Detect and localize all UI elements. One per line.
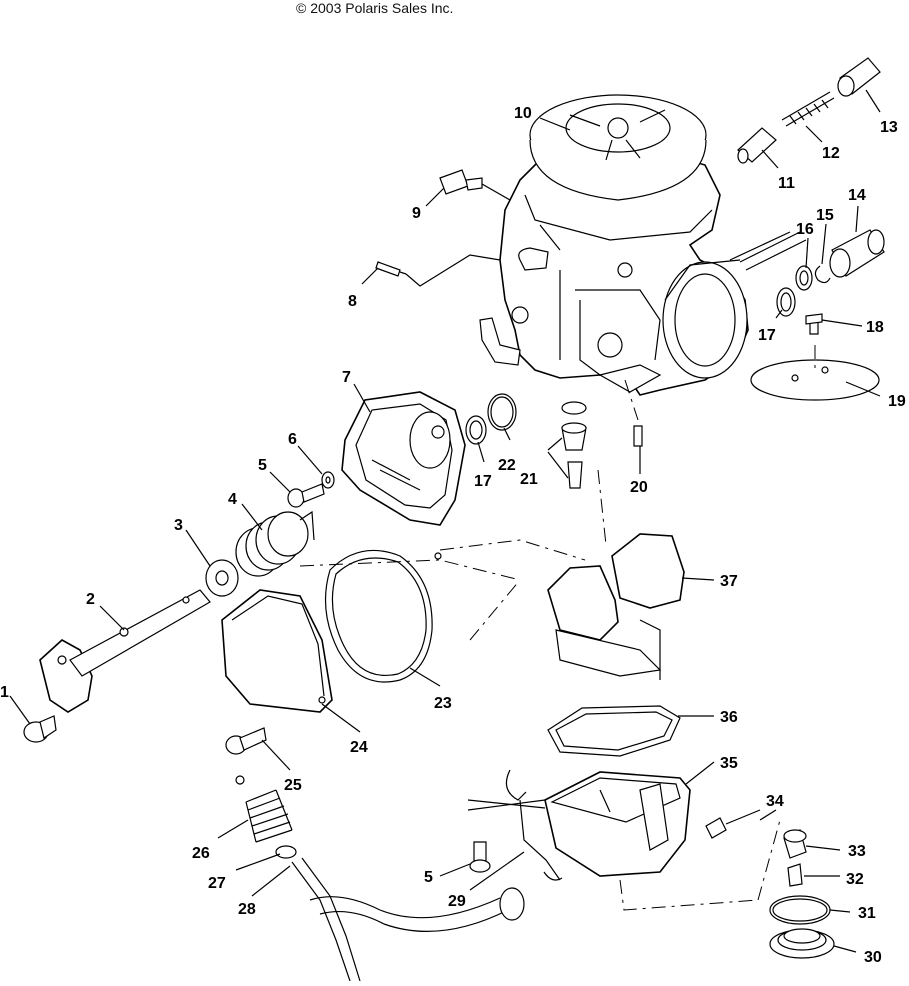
callout-12: 12 bbox=[822, 145, 840, 162]
callout-9: 9 bbox=[412, 205, 421, 222]
callout-17-right: 17 bbox=[758, 327, 776, 344]
part-23-gasket bbox=[324, 549, 433, 683]
callout-5-upper: 5 bbox=[258, 457, 267, 474]
part-5-screw-lower bbox=[469, 841, 491, 873]
callout-11: 11 bbox=[778, 175, 795, 192]
part-20-jet bbox=[624, 379, 643, 447]
part-7-float-bowl-cover bbox=[341, 391, 466, 526]
throttle-shaft bbox=[739, 231, 807, 271]
callout-2: 2 bbox=[86, 591, 95, 608]
callout-36: 36 bbox=[720, 709, 738, 726]
callout-10: 10 bbox=[514, 105, 532, 122]
part-21-float-valve bbox=[547, 401, 587, 489]
callout-24: 24 bbox=[350, 739, 368, 756]
callout-8: 8 bbox=[348, 293, 357, 310]
callout-19: 19 bbox=[888, 393, 906, 410]
callout-18: 18 bbox=[866, 319, 884, 336]
callout-37: 37 bbox=[720, 573, 738, 590]
callout-33: 33 bbox=[848, 843, 866, 860]
callout-5-lower: 5 bbox=[424, 869, 433, 886]
callout-29: 29 bbox=[448, 893, 466, 910]
part-27-washer bbox=[275, 845, 297, 859]
part-8-pilot-screw bbox=[375, 254, 501, 287]
part-36-gasket bbox=[547, 705, 681, 757]
callout-25: 25 bbox=[284, 777, 302, 794]
part-35-float-bowl bbox=[544, 771, 691, 877]
part-29-wire-clip bbox=[505, 769, 563, 881]
part-28-hose bbox=[291, 857, 525, 982]
part-4-spring bbox=[235, 510, 315, 577]
callout-30: 30 bbox=[864, 949, 882, 966]
callout-35: 35 bbox=[720, 755, 738, 772]
callout-32: 32 bbox=[846, 871, 864, 888]
callout-7: 7 bbox=[342, 369, 351, 386]
part-16-ring bbox=[795, 265, 813, 291]
callout-31: 31 bbox=[858, 905, 876, 922]
callout-13: 13 bbox=[880, 119, 898, 136]
callout-16: 16 bbox=[796, 221, 814, 238]
part-34-drain-screw bbox=[705, 809, 761, 839]
callout-17-left: 17 bbox=[474, 473, 492, 490]
carburetor-body bbox=[479, 94, 791, 396]
callout-15: 15 bbox=[816, 207, 834, 224]
alignment-line-mid bbox=[439, 539, 586, 561]
leader-bowl-screw bbox=[467, 799, 546, 811]
part-33-cap bbox=[783, 829, 807, 859]
callout-28: 28 bbox=[238, 901, 256, 918]
callout-labels: 1 2 3 4 5 6 7 8 9 10 11 12 13 14 15 16 1… bbox=[0, 105, 906, 966]
callout-22: 22 bbox=[498, 457, 516, 474]
callout-23: 23 bbox=[434, 695, 452, 712]
part-31-o-ring bbox=[769, 895, 831, 925]
check-ball bbox=[434, 552, 442, 560]
part-17-ring-right bbox=[776, 287, 796, 317]
part-11-needle-jet bbox=[737, 127, 777, 164]
part-19-plate bbox=[750, 345, 880, 401]
copyright-notice: © 2003 Polaris Sales Inc. bbox=[296, 0, 454, 16]
callout-4: 4 bbox=[228, 491, 237, 508]
part-5-screw-upper bbox=[287, 483, 325, 508]
part-22-o-ring bbox=[487, 393, 517, 431]
part-12-spring bbox=[781, 91, 835, 127]
part-25-screw bbox=[225, 727, 267, 755]
callout-27: 27 bbox=[208, 875, 226, 892]
part-2-throttle-shaft bbox=[39, 589, 211, 713]
part-18-screw bbox=[805, 313, 823, 335]
part-15-clip bbox=[814, 265, 831, 284]
part-30-plug bbox=[769, 928, 835, 959]
part-1-screw bbox=[23, 715, 57, 743]
part-9-screw bbox=[439, 169, 511, 201]
part-13-fitting bbox=[837, 57, 881, 97]
part-6-washer bbox=[321, 471, 335, 489]
callout-1: 1 bbox=[0, 684, 9, 701]
alignment-line-bowl bbox=[619, 819, 781, 911]
part-14-cap bbox=[829, 229, 885, 278]
alignment-line-left bbox=[299, 559, 521, 641]
part-37-float bbox=[547, 469, 685, 680]
part-32-jet bbox=[787, 863, 803, 887]
callout-14: 14 bbox=[848, 187, 866, 204]
callout-21: 21 bbox=[520, 471, 538, 488]
leader-lines bbox=[9, 89, 881, 953]
callout-6: 6 bbox=[288, 431, 297, 448]
callout-20: 20 bbox=[630, 479, 648, 496]
callout-34: 34 bbox=[766, 793, 784, 810]
part-3-washer bbox=[205, 559, 239, 597]
callout-3: 3 bbox=[174, 517, 183, 534]
part-26-spring bbox=[235, 775, 293, 843]
part-17-ring-left bbox=[465, 415, 487, 445]
part-24-cover bbox=[221, 589, 333, 713]
callout-26: 26 bbox=[192, 845, 210, 862]
